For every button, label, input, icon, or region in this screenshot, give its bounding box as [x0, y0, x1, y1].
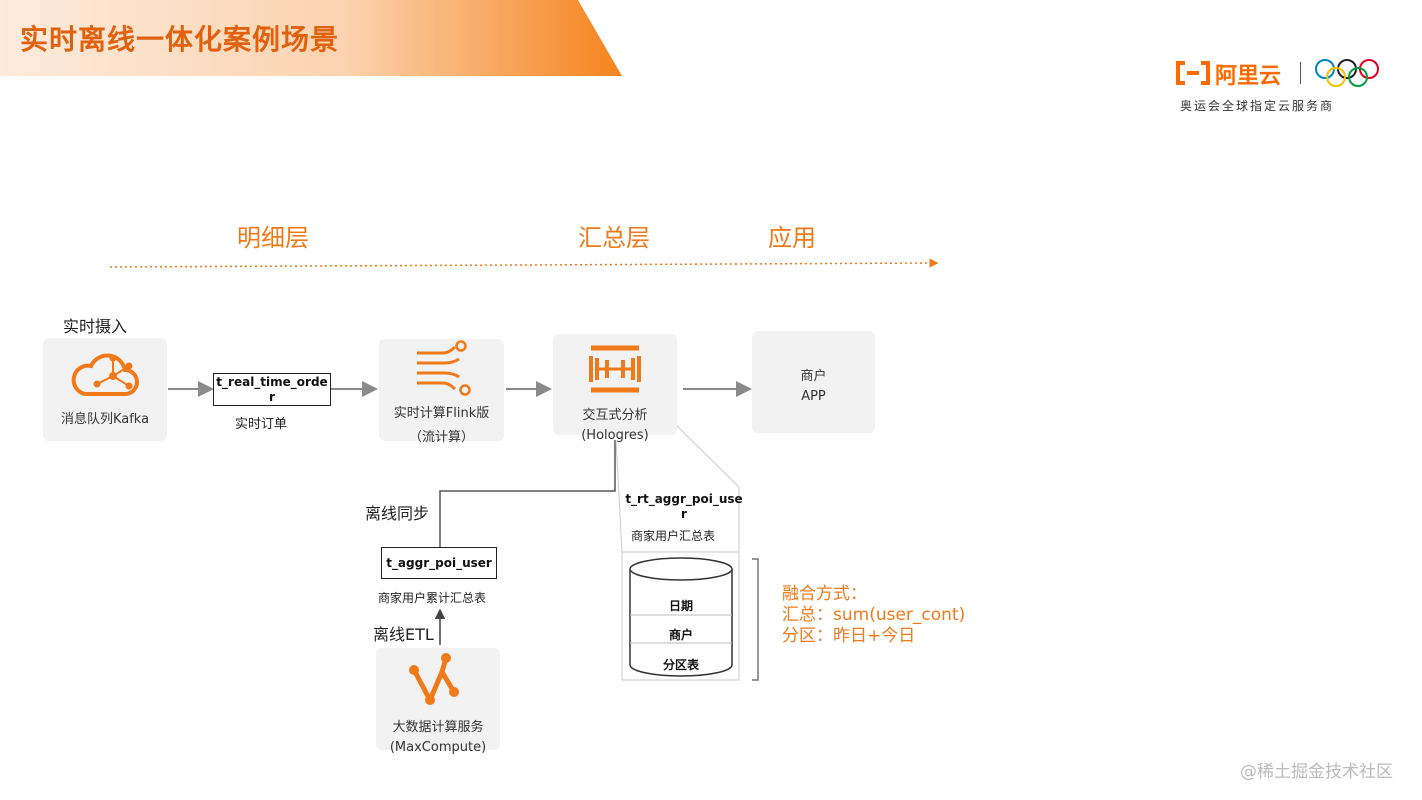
flink-label-line2: （流计算）: [408, 430, 474, 445]
offline-etl-label: 离线ETL: [373, 625, 434, 644]
hologres-node: [553, 334, 677, 435]
aggr-caption: 商家用户累计汇总表: [378, 591, 487, 605]
watermark: @稀土掘金技术社区: [1240, 762, 1393, 782]
realtime-ingest-label: 实时摄入: [63, 317, 128, 336]
brand-subtitle: 奥运会全球指定云服务商: [1180, 99, 1335, 113]
realtime-order-caption: 实时订单: [235, 417, 288, 432]
hologres-label-line1: 交互式分析: [582, 408, 648, 423]
layer-label-detail: 明细层: [237, 224, 309, 252]
table-detail-frame: [621, 551, 740, 681]
merge-note-line1: 融合方式：: [782, 584, 867, 604]
branch-nodes-icon: [409, 653, 459, 705]
cylinder-row-merchant: 商户: [668, 628, 693, 642]
realtime-order-table: t_real_time_order: [213, 373, 331, 406]
title-banner: [0, 0, 622, 76]
layer-label-summary: 汇总层: [578, 224, 650, 252]
maxcompute-label-line2: (MaxCompute): [389, 740, 487, 755]
merge-note-line2: 汇总：sum(user_cont): [782, 605, 966, 625]
brand-divider: [1300, 62, 1301, 84]
hologres-label-line2: (Hologres): [581, 428, 649, 443]
cylinder-bars-icon: [589, 345, 641, 393]
kafka-node: 消息队列Kafka: [43, 338, 167, 441]
maxcompute-node: 大数据计算服务 (MaxCompute): [376, 648, 500, 755]
stream-lines-icon: [417, 340, 471, 396]
flink-label-line1: 实时计算Flink版: [393, 406, 490, 421]
line-offline-sync: [439, 440, 616, 547]
layer-label-application: 应用: [768, 224, 816, 252]
brand-name: 阿里云: [1215, 64, 1282, 89]
page-title: 实时离线一体化案例场景: [20, 23, 340, 56]
callout-line-right: [675, 424, 740, 488]
flink-node: 实时计算Flink版 （流计算）: [379, 339, 504, 445]
cloud-network-icon: [71, 353, 139, 396]
layer-timeline-arrow: [109, 258, 939, 268]
app-label-line1: 商户: [800, 369, 827, 384]
callout-line-left: [615, 439, 623, 553]
maxcompute-label-line1: 大数据计算服务: [392, 720, 484, 735]
merge-bracket: [752, 558, 759, 681]
kafka-label: 消息队列Kafka: [60, 412, 150, 427]
app-node: 商户 APP: [752, 331, 875, 433]
partition-table-cylinder: [629, 557, 733, 677]
cylinder-row-date: 日期: [668, 599, 693, 613]
olympic-rings-icon: [1315, 59, 1379, 87]
rt-aggr-table-name: t_rt_aggr_poi_user: [625, 492, 743, 521]
aliyun-logo-icon: [1176, 61, 1210, 85]
merge-note-line3: 分区：昨日+今日: [782, 626, 916, 646]
rt-aggr-caption: 商家用户汇总表: [631, 529, 716, 543]
cylinder-row-partition: 分区表: [662, 658, 699, 672]
app-label-line2: APP: [801, 389, 826, 404]
offline-sync-label: 离线同步: [365, 504, 430, 523]
aggr-table: t_aggr_poi_user: [381, 547, 497, 579]
